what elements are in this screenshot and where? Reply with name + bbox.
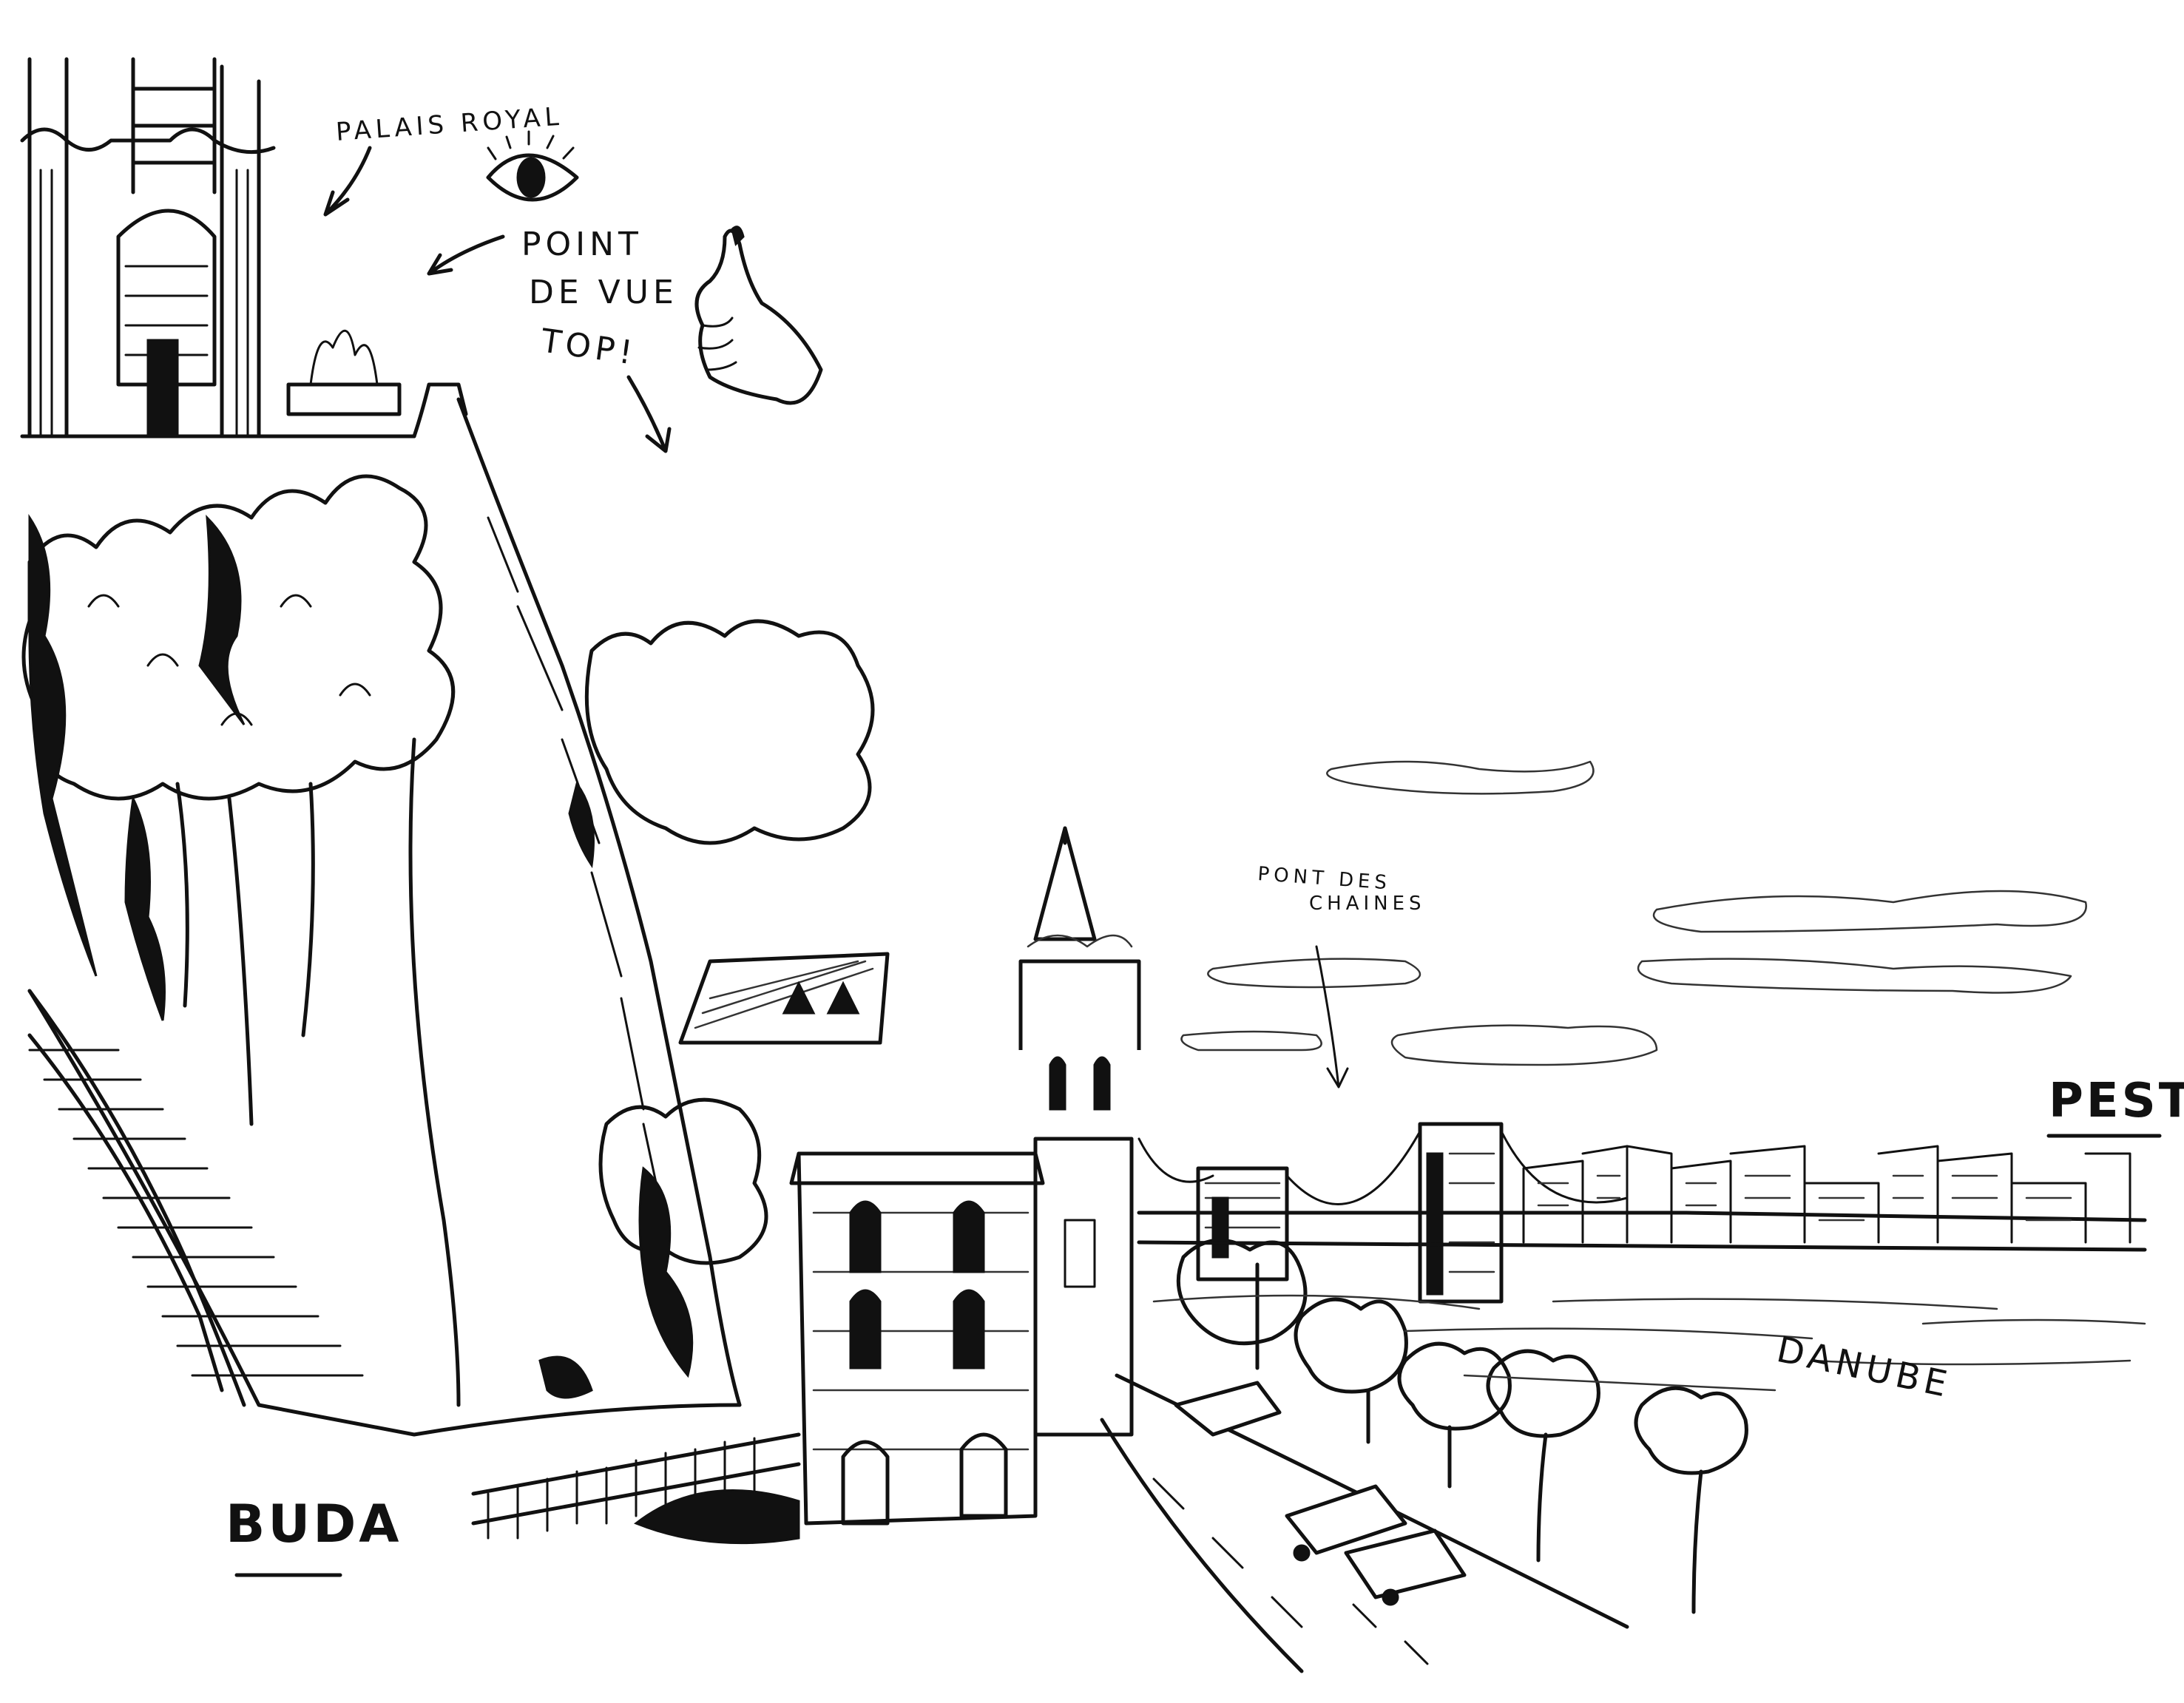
chain-bridge: [1137, 1122, 2147, 1304]
staircase: [27, 989, 364, 1407]
riverside-trees: [1176, 1238, 1748, 1614]
point-de-vue-line1: POINT: [521, 226, 643, 263]
fence: [471, 1432, 801, 1545]
eye-icon: [486, 130, 579, 202]
point-de-vue-line3: TOP!: [538, 322, 639, 373]
thumbs-up-icon: [694, 226, 823, 405]
pont-des-chaines-line1: PONT DES: [1257, 863, 1392, 895]
cliff-trees: [21, 474, 456, 1126]
danube-river: [1152, 1294, 2146, 1392]
annotation-arrows: [323, 146, 1349, 1089]
pest-label: PEST: [2049, 1074, 2184, 1128]
buda-label: BUDA: [226, 1494, 402, 1554]
road: [1100, 1373, 1629, 1673]
palais-royal-building: [20, 57, 468, 439]
clouds: [1180, 760, 2087, 1066]
pont-des-chaines-line2: CHAINES: [1309, 893, 1426, 915]
middle-trees: [538, 619, 875, 1399]
houses: [678, 826, 1141, 1526]
point-de-vue-line2: DE VUE: [529, 274, 678, 311]
danube-label: DANUBE: [1774, 1329, 1955, 1406]
pest-skyline: [1522, 1145, 2131, 1244]
